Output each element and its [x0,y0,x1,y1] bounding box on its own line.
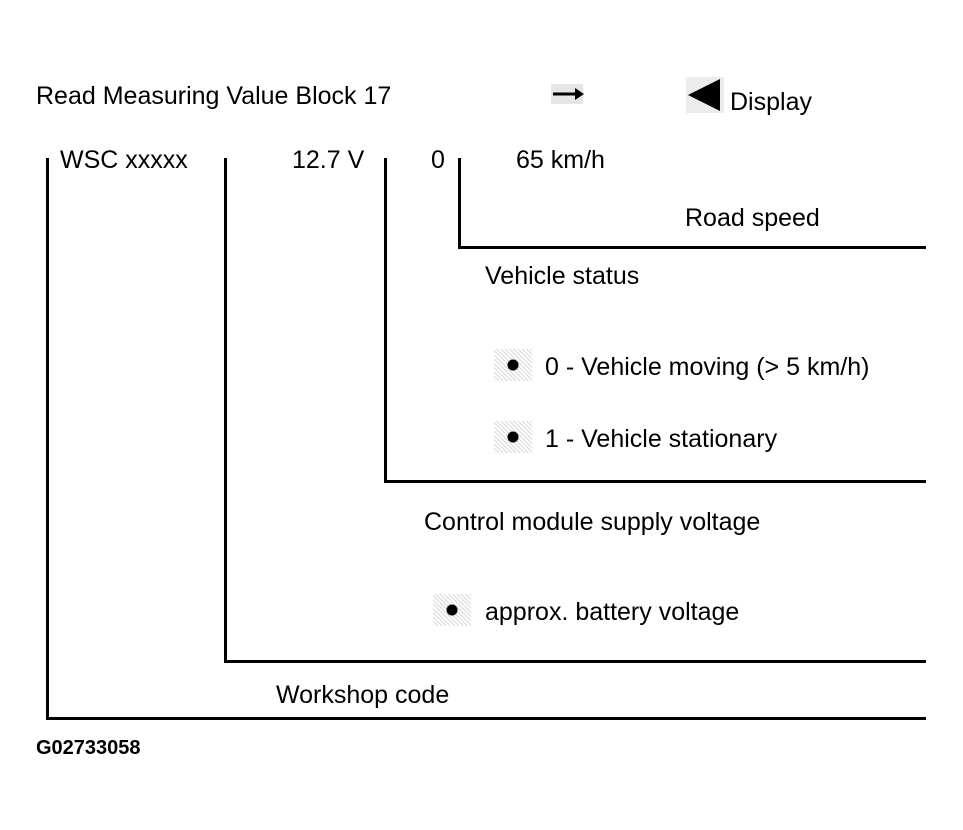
workshop-code-value: WSC xxxxx [60,146,188,174]
voltage-bracket-vertical [224,158,227,663]
left-triangle-icon [686,77,724,113]
status-bracket-horizontal [384,480,926,483]
speed-bracket-horizontal [458,246,926,249]
workshop-code-bracket-horizontal [46,717,926,720]
road-speed-value: 65 km/h [516,146,605,174]
speed-bracket-vertical [458,158,461,249]
supply-voltage-label: Control module supply voltage [424,508,761,536]
display-label: Display [730,88,812,116]
figure-code: G02733058 [36,737,141,759]
battery-voltage-label: approx. battery voltage [485,598,740,626]
status-moving-label: 0 - Vehicle moving (> 5 km/h) [545,353,870,381]
workshop-code-bracket-vertical [46,158,49,720]
status-bracket-vertical [384,158,387,483]
voltage-value: 12.7 V [292,146,365,174]
workshop-code-label: Workshop code [276,681,450,709]
bullet-icon [494,421,532,453]
right-arrow-icon [551,84,584,104]
road-speed-label: Road speed [685,204,820,232]
bullet-icon [433,594,471,626]
bullet-icon [494,349,532,381]
status-stationary-label: 1 - Vehicle stationary [545,425,778,453]
vehicle-status-label: Vehicle status [485,262,640,290]
vehicle-status-value: 0 [431,146,445,174]
page-title: Read Measuring Value Block 17 [36,82,392,110]
voltage-bracket-horizontal [224,660,926,663]
